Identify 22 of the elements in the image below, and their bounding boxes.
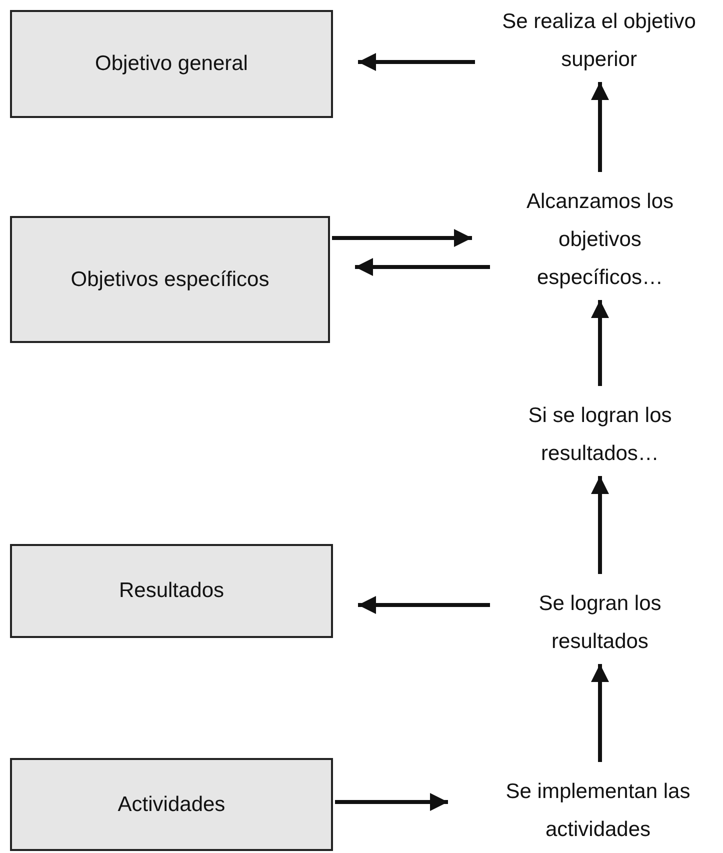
statement-text: Se implementan las actividades <box>476 772 720 850</box>
box-label: Actividades <box>118 792 226 816</box>
arrow <box>335 793 448 811</box>
arrow <box>591 300 609 386</box>
arrow <box>358 53 475 71</box>
box-label: Resultados <box>118 579 224 603</box>
arrow <box>358 596 490 614</box>
arrow <box>355 258 490 276</box>
statement-text: Alcanzamos los objetivos específicos… <box>500 182 700 298</box>
process-box <box>10 544 333 638</box>
box-label: Objetivos específicos <box>70 268 270 292</box>
box-label: Objetivo general <box>95 52 248 76</box>
statement-text: Se logran los resultados <box>500 584 700 662</box>
statement-text: Se realiza el objetivo superior <box>485 2 713 80</box>
process-box <box>10 10 333 118</box>
process-box <box>10 758 333 851</box>
arrow <box>591 664 609 762</box>
arrow <box>591 82 609 172</box>
arrow <box>591 476 609 574</box>
statement-text: Si se logran los resultados… <box>490 396 710 474</box>
arrow <box>332 229 472 247</box>
process-box <box>10 216 330 343</box>
